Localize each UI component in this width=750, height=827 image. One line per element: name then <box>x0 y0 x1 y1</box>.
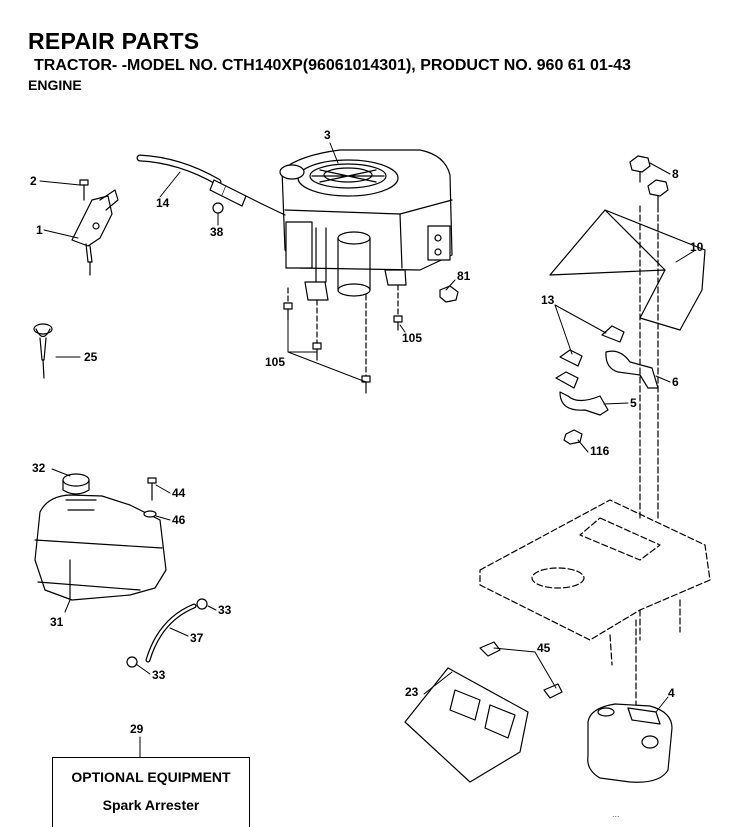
callout-116: 116 <box>590 444 610 458</box>
callout-10: 10 <box>690 240 704 254</box>
callout-labels: 1 2 3 14 38 25 81 105 105 8 10 13 6 5 11… <box>30 128 704 736</box>
choke-knob-part <box>33 323 53 379</box>
exhaust-pipes-part <box>555 325 659 445</box>
tractor-frame-part <box>479 205 711 706</box>
callout-33-bottom: 33 <box>152 668 166 682</box>
callout-6: 6 <box>672 375 679 389</box>
callout-105-right: 105 <box>402 331 422 345</box>
model-subtitle: TRACTOR- -MODEL NO. CTH140XP(96061014301… <box>34 57 631 74</box>
callout-4: 4 <box>668 686 675 700</box>
callout-31: 31 <box>50 615 64 629</box>
leader-lines <box>39 142 695 758</box>
callout-105-left: 105 <box>265 355 285 369</box>
optional-equipment-box: OPTIONAL EQUIPMENT Spark Arrester <box>52 757 250 827</box>
nut-81-part <box>439 285 459 303</box>
callout-8: 8 <box>672 167 679 181</box>
callout-23: 23 <box>405 685 419 699</box>
callout-25: 25 <box>84 350 98 364</box>
shield-23-part <box>404 641 563 783</box>
optional-equipment-title: OPTIONAL EQUIPMENT <box>71 769 231 785</box>
fuel-hose-part <box>136 154 263 214</box>
callout-33-top: 33 <box>218 603 232 617</box>
fuel-line-37-part <box>126 598 208 668</box>
callout-13: 13 <box>541 293 555 307</box>
callout-3: 3 <box>324 128 331 142</box>
engine-part <box>261 149 453 301</box>
spark-arrester-label: Spark Arrester <box>102 797 200 813</box>
callout-46: 46 <box>172 513 186 527</box>
callout-45: 45 <box>537 641 551 655</box>
knobs-8-part <box>629 155 669 207</box>
callout-32: 32 <box>32 461 46 475</box>
fuel-tank-31-part <box>34 473 167 601</box>
footer-text: ... <box>612 809 620 819</box>
callout-5: 5 <box>630 396 637 410</box>
muffler-4-part <box>587 703 673 783</box>
callout-37: 37 <box>190 631 204 645</box>
bolts-105-part <box>283 284 403 394</box>
section-label: ENGINE <box>28 77 82 93</box>
callout-44: 44 <box>172 486 186 500</box>
callout-2: 2 <box>30 174 37 188</box>
callout-29: 29 <box>130 722 144 736</box>
callout-1: 1 <box>36 223 43 237</box>
callout-38: 38 <box>210 225 224 239</box>
callout-14: 14 <box>156 196 170 210</box>
heat-shield-10-part <box>549 209 706 331</box>
page-title: REPAIR PARTS <box>28 28 200 54</box>
callout-81: 81 <box>457 269 471 283</box>
throttle-control-part <box>71 179 119 276</box>
